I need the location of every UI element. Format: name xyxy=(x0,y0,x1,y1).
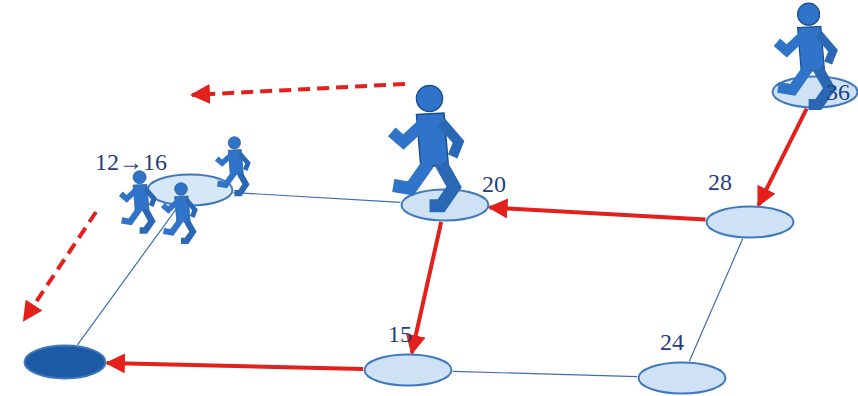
graph-node: 28 xyxy=(705,205,795,239)
node-ellipse xyxy=(23,344,107,380)
node-ellipse xyxy=(705,205,795,239)
grid-link xyxy=(233,193,400,203)
node-value: 20 xyxy=(482,172,506,196)
node-value: 28 xyxy=(708,170,732,194)
path-arrow xyxy=(490,207,706,219)
graph-node xyxy=(23,344,107,380)
node-value: 24 xyxy=(660,330,684,354)
runner-figure xyxy=(121,171,154,231)
grid-link xyxy=(453,371,637,376)
path-arrow xyxy=(758,109,806,206)
node-value: 12→16 xyxy=(95,150,167,174)
node-value: 15 xyxy=(388,322,412,346)
dashed-motion-arrow xyxy=(24,212,96,320)
node-value: 36 xyxy=(826,80,850,104)
node-ellipse xyxy=(637,361,727,395)
path-arrow xyxy=(412,222,441,353)
graph-node: 20 xyxy=(400,188,490,222)
runner-figure xyxy=(392,85,459,205)
graph-node: 12→16 xyxy=(146,173,234,207)
node-ellipse xyxy=(400,188,490,222)
grid-link xyxy=(77,206,178,344)
grid-link xyxy=(689,239,742,361)
graph-node: 36 xyxy=(771,75,858,109)
path-arrow xyxy=(107,363,363,369)
graph-node: 24 xyxy=(637,361,727,395)
node-ellipse xyxy=(363,353,453,387)
dashed-motion-arrow xyxy=(192,84,405,95)
graph-node: 15 xyxy=(363,353,453,387)
node-ellipse xyxy=(146,173,234,207)
